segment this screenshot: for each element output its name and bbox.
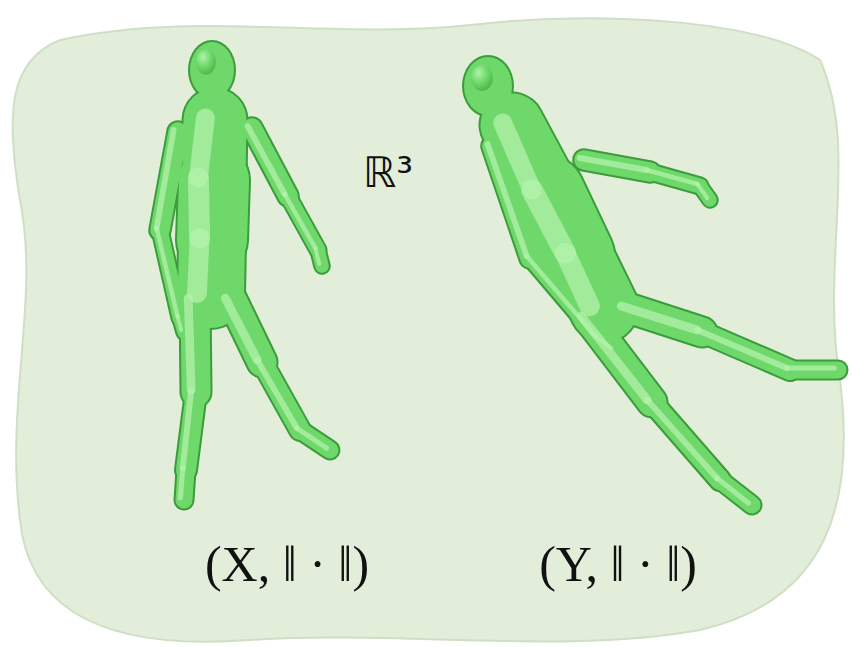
limb bbox=[211, 240, 212, 295]
limb-highlight bbox=[581, 316, 647, 400]
limb-highlight bbox=[180, 468, 182, 498]
limb-highlight bbox=[717, 478, 749, 503]
limb-outline bbox=[211, 240, 212, 295]
limb-highlight bbox=[315, 248, 319, 264]
limb-highlight bbox=[787, 365, 835, 370]
limb-highlight bbox=[697, 330, 787, 368]
head bbox=[464, 57, 512, 115]
limb-highlight bbox=[225, 298, 257, 360]
limb-highlight bbox=[297, 428, 327, 448]
limb-highlight bbox=[647, 400, 717, 478]
limb-highlight bbox=[697, 184, 707, 198]
limb-highlight bbox=[503, 123, 532, 190]
limb-highlight bbox=[248, 126, 285, 194]
metric-space-label: (X, ‖ · ‖) bbox=[205, 535, 369, 593]
space-label: ℝ³ bbox=[363, 148, 413, 197]
head-outline bbox=[188, 40, 236, 100]
limb-highlight bbox=[565, 253, 589, 306]
limb-highlight bbox=[157, 228, 178, 316]
metric-space-label: (Y, ‖ · ‖) bbox=[539, 535, 697, 593]
limb-highlight bbox=[183, 390, 191, 468]
head-highlight bbox=[471, 65, 493, 91]
limb-highlight bbox=[197, 238, 200, 293]
limb-highlight bbox=[580, 158, 647, 170]
limb-highlight bbox=[647, 170, 698, 184]
limb-highlight bbox=[188, 298, 191, 390]
head bbox=[190, 42, 234, 98]
limb-highlight bbox=[285, 194, 316, 248]
limb-highlight bbox=[621, 306, 697, 330]
limb-highlight bbox=[157, 130, 174, 228]
human-figures bbox=[157, 40, 838, 505]
limb-highlight bbox=[177, 316, 181, 330]
head-highlight bbox=[196, 49, 216, 74]
limb-highlight bbox=[257, 360, 297, 428]
space-blob bbox=[13, 18, 844, 641]
limb-highlight bbox=[532, 190, 565, 253]
